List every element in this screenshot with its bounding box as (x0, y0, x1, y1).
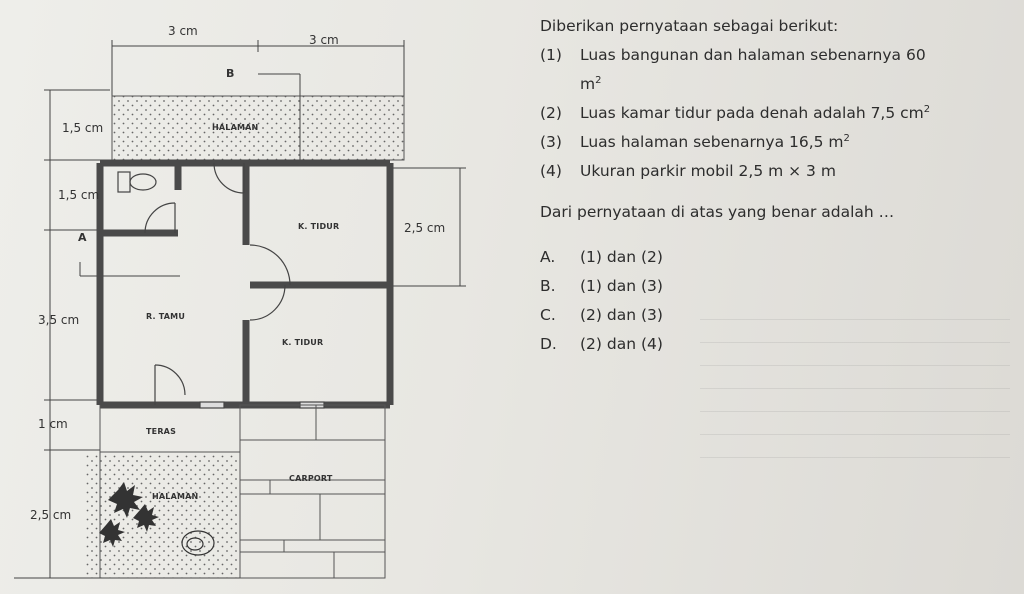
room-halaman-top: HALAMAN (212, 123, 259, 132)
question-intro: Diberikan pernyataan sebagai berikut: (540, 17, 839, 35)
statement-1-sup: 2 (595, 74, 602, 86)
statement-text: Luas halaman sebenarnya 16,5 m2 (580, 128, 1020, 157)
question-ask: Dari pernyataan di atas yang benar adala… (540, 203, 895, 221)
dimension-lines (14, 40, 466, 579)
option-key: C. (540, 305, 556, 324)
statement-2: (2) Luas kamar tidur pada denah adalah 7… (540, 99, 1020, 128)
statement-text: Luas bangunan dan halaman sebenarnya 60 … (580, 41, 1020, 99)
room-k-tidur-1: K. TIDUR (298, 222, 340, 231)
option-text: (2) dan (3) (580, 305, 663, 324)
statement-3-sup: 2 (843, 132, 850, 144)
statement-1: (1) Luas bangunan dan halaman sebenarnya… (540, 41, 1020, 99)
dim-right-1: 2,5 cm (404, 221, 446, 235)
dim-left-3: 3,5 cm (38, 313, 80, 327)
statement-number: (2) (540, 104, 562, 122)
question-block: Diberikan pernyataan sebagai berikut: (1… (540, 12, 1020, 359)
statement-1-text: Luas bangunan dan halaman sebenarnya 60 (580, 46, 926, 64)
point-a-label: A (78, 231, 87, 244)
statement-4-text: Ukuran parkir mobil 2,5 m × 3 m (580, 162, 836, 180)
option-c[interactable]: C. (2) dan (3) (540, 301, 1020, 330)
statement-number: (1) (540, 46, 562, 64)
bottom-yard-area (84, 455, 238, 578)
room-k-tidur-2: K. TIDUR (282, 338, 324, 347)
house-walls (96, 159, 394, 409)
option-key: D. (540, 334, 557, 353)
plant-icon (99, 482, 159, 547)
option-a[interactable]: A. (1) dan (2) (540, 243, 1020, 272)
statement-text: Luas kamar tidur pada denah adalah 7,5 c… (580, 99, 1020, 128)
dim-left-5: 2,5 cm (30, 508, 72, 522)
rock-icon (181, 530, 215, 556)
statement-number: (4) (540, 162, 562, 180)
option-text: (1) dan (3) (580, 276, 663, 295)
option-key: B. (540, 276, 556, 295)
statement-2-text: Luas kamar tidur pada denah adalah 7,5 c… (580, 104, 924, 122)
statement-3: (3) Luas halaman sebenarnya 16,5 m2 (540, 128, 1020, 157)
statement-4: (4) Ukuran parkir mobil 2,5 m × 3 m (540, 157, 1020, 186)
floor-plan: 3 cm 3 cm B 1,5 cm 1,5 cm A 3,5 cm 1 cm … (14, 24, 466, 579)
room-teras: TERAS (146, 427, 177, 436)
option-text: (1) dan (2) (580, 247, 663, 266)
dim-top-left: 3 cm (168, 24, 198, 38)
room-halaman-bottom: HALAMAN (152, 492, 199, 501)
dim-left-4: 1 cm (38, 417, 68, 431)
floor-plan-drawing (14, 40, 466, 579)
dim-left-2: 1,5 cm (58, 188, 100, 202)
top-yard-area (111, 95, 405, 161)
option-b[interactable]: B. (1) dan (3) (540, 272, 1020, 301)
dim-top-right: 3 cm (309, 33, 339, 47)
statement-3-text: Luas halaman sebenarnya 16,5 m (580, 133, 844, 151)
statement-1-unit: m (580, 75, 596, 93)
bleed-through-texture (700, 310, 1010, 480)
room-carport: CARPORT (289, 474, 333, 483)
option-key: A. (540, 247, 556, 266)
point-b-label: B (226, 67, 235, 80)
option-d[interactable]: D. (2) dan (4) (540, 330, 1020, 359)
statement-2-sup: 2 (923, 103, 931, 115)
dim-left-1: 1,5 cm (62, 121, 104, 135)
statement-number: (3) (540, 133, 562, 151)
option-text: (2) dan (4) (580, 334, 663, 353)
room-r-tamu: R. TAMU (146, 312, 186, 321)
